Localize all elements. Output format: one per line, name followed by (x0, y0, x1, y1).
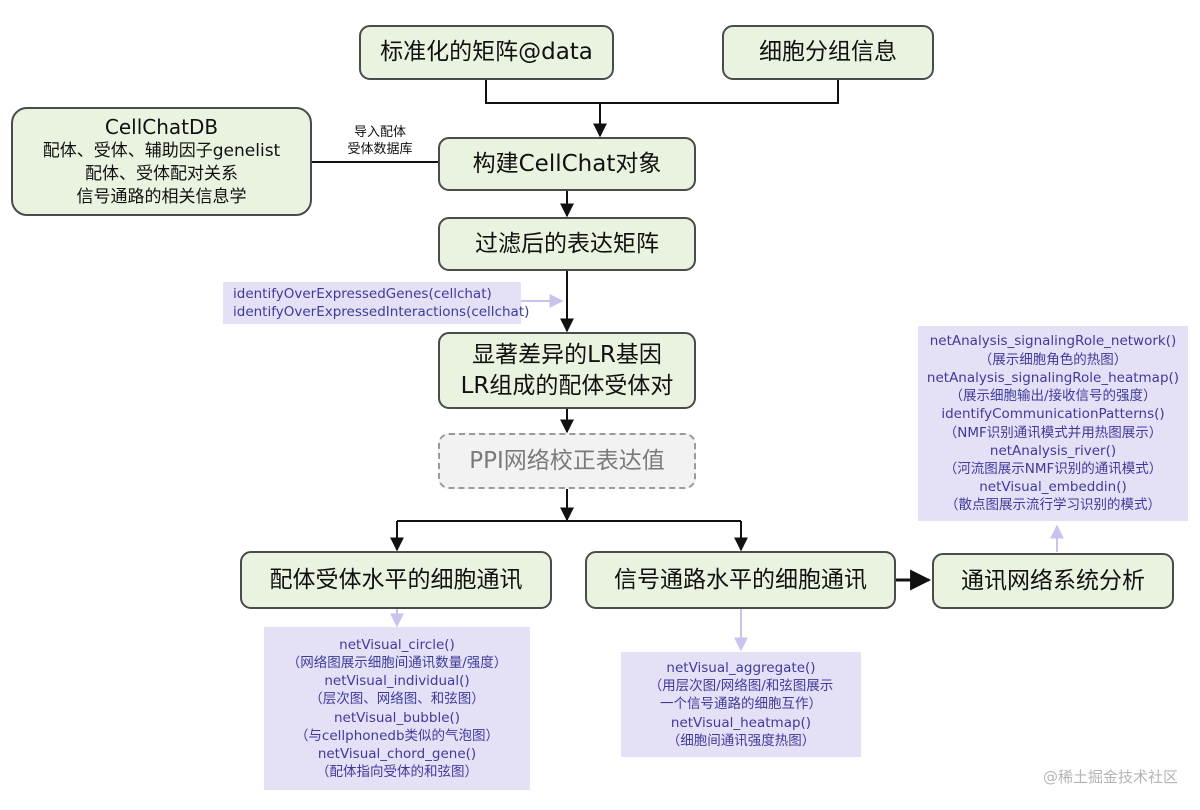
note-line: netVisual_embeddin() (979, 479, 1127, 496)
node-label: 细胞分组信息 (759, 39, 897, 65)
note-network-analysis: netAnalysis_signalingRole_network() （展示细… (918, 326, 1188, 521)
node-line: 配体、受体、辅助因子genelist (42, 141, 281, 161)
node-cell-groups: 细胞分组信息 (722, 25, 934, 80)
node-cellchatdb: CellChatDB 配体、受体、辅助因子genelist 配体、受体配对关系 … (11, 107, 312, 216)
note-line: identifyOverExpressedGenes(cellchat) (233, 285, 492, 302)
node-pathway-level: 信号通路水平的细胞通讯 (585, 551, 896, 609)
note-line: （网络图展示细胞间通讯数量/强度） (286, 654, 508, 671)
node-normalized-matrix: 标准化的矩阵@data (359, 25, 614, 80)
note-line: netAnalysis_river() (989, 442, 1117, 459)
edge-label-line: 受体数据库 (347, 142, 413, 157)
note-line: netAnalysis_signalingRole_heatmap() (926, 369, 1180, 386)
note-line: netAnalysis_signalingRole_network() (929, 333, 1177, 350)
note-line: （用层次图/网络图/和弦图展示 (648, 678, 834, 695)
note-line: netVisual_heatmap() (670, 714, 812, 731)
node-label: 通讯网络系统分析 (961, 567, 1145, 594)
note-line: （散点图展示流行学习识别的模式） (945, 497, 1161, 514)
node-label: 标准化的矩阵@data (380, 39, 593, 65)
edge-label-line: 导入配体 (353, 125, 406, 140)
note-line: 一个信号通路的细胞互作） (660, 696, 822, 713)
node-network-analysis: 通讯网络系统分析 (932, 553, 1174, 609)
node-title: CellChatDB (104, 115, 219, 139)
edge-label-import-db: 导入配体 受体数据库 (330, 124, 430, 158)
note-line: （河流图展示NMF识别的通讯模式） (943, 460, 1163, 477)
faint-connectors (390, 294, 1064, 652)
connector-matrix-merge (485, 79, 839, 104)
note-line: netVisual_chord_gene() (317, 745, 477, 762)
node-lr-genes: 显著差异的LR基因 LR组成的配体受体对 (438, 332, 696, 409)
note-pathway-visuals: netVisual_aggregate() （用层次图/网络图/和弦图展示 一个… (621, 652, 861, 757)
note-line: （层次图、网络图、和弦图） (309, 691, 485, 708)
node-line: LR组成的配体受体对 (460, 372, 674, 399)
note-line: （细胞间通讯强度热图） (666, 732, 816, 749)
note-line: （与cellphonedb类似的气泡图） (294, 727, 500, 744)
note-identify: identifyOverExpressedGenes(cellchat) ide… (223, 282, 529, 324)
node-build-cellchat: 构建CellChat对象 (438, 137, 696, 191)
note-line: identifyOverExpressedInteractions(cellch… (233, 304, 530, 320)
note-line: identifyCommunicationPatterns() (941, 406, 1165, 423)
flow-connectors (311, 79, 932, 591)
node-label: 配体受体水平的细胞通讯 (269, 566, 523, 593)
node-label: 构建CellChat对象 (472, 150, 662, 177)
note-ligand-visuals: netVisual_circle() （网络图展示细胞间通讯数量/强度） net… (264, 627, 530, 790)
node-ppi-correction: PPI网络校正表达值 (438, 433, 696, 489)
note-line: （配体指向受体的和弦图） (316, 764, 478, 781)
note-line: netVisual_aggregate() (666, 659, 816, 676)
node-label: PPI网络校正表达值 (469, 447, 665, 474)
note-line: netVisual_bubble() (333, 709, 461, 726)
watermark: @稀土掘金技术社区 (1042, 768, 1178, 786)
note-line: （NMF识别通讯模式并用热图展示） (943, 424, 1163, 441)
node-line: 配体、受体配对关系 (85, 164, 238, 184)
node-line: 显著差异的LR基因 (472, 341, 662, 368)
note-line: netVisual_individual() (324, 673, 470, 690)
node-ligand-receptor-level: 配体受体水平的细胞通讯 (240, 551, 552, 609)
note-line: （展示细胞角色的热图） (978, 351, 1128, 368)
note-line: netVisual_circle() (339, 636, 455, 653)
node-filtered-matrix: 过滤后的表达矩阵 (438, 217, 696, 271)
note-line: （展示细胞输出/接收信号的强度） (949, 388, 1157, 405)
node-label: 过滤后的表达矩阵 (475, 230, 659, 257)
node-label: 信号通路水平的细胞通讯 (614, 566, 867, 593)
node-line: 信号通路的相关信息学 (76, 187, 247, 207)
